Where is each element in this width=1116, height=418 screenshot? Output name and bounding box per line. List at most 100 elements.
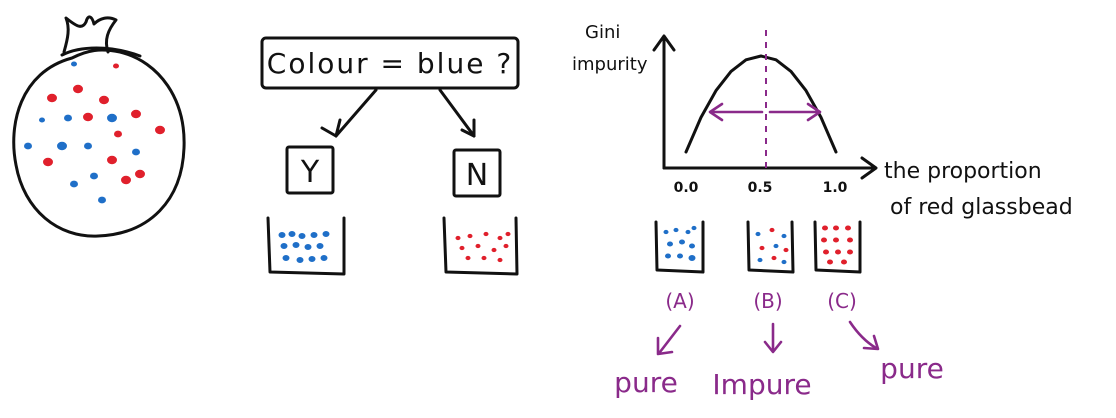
red-bead xyxy=(455,235,461,241)
glass-bead xyxy=(98,196,106,204)
glass-bead xyxy=(70,180,78,188)
yes-jar xyxy=(266,216,346,276)
glass-bead xyxy=(83,112,93,122)
blue-bead xyxy=(677,253,683,259)
blue-bead xyxy=(304,244,312,250)
glass-bead xyxy=(113,63,119,69)
jar-a xyxy=(654,220,705,274)
mixed-bead xyxy=(769,227,775,233)
red-bead xyxy=(475,243,481,249)
glass-bead xyxy=(73,84,83,94)
red-bead xyxy=(481,255,487,261)
glass-bead xyxy=(39,117,45,123)
glass-bead xyxy=(107,155,117,165)
left-arrow xyxy=(708,102,764,122)
gini-curve-line xyxy=(684,54,838,154)
blue-bead xyxy=(688,255,696,261)
y-axis-label-line2: impurity xyxy=(572,54,648,75)
jar-b-beads xyxy=(755,227,789,265)
glass-bead xyxy=(121,175,131,185)
mixed-bead xyxy=(781,233,787,239)
mixed-bead xyxy=(759,245,765,251)
yes-arrow xyxy=(334,88,378,138)
glass-bead xyxy=(99,95,109,105)
glass-bead xyxy=(84,142,92,150)
bead-bag xyxy=(12,15,186,238)
blue-bead xyxy=(679,239,685,245)
glass-bead xyxy=(107,113,117,123)
x-tick-2: 1.0 xyxy=(823,180,848,196)
red-bead xyxy=(833,225,839,231)
yes-node-box xyxy=(285,145,335,195)
x-axis-label-line1: the proportion xyxy=(884,159,1042,184)
jar-c-beads xyxy=(821,225,853,265)
bag-beads xyxy=(24,61,165,204)
glass-bead xyxy=(155,125,165,135)
red-bead xyxy=(845,225,851,231)
mixed-bead xyxy=(781,259,787,265)
glass-bead xyxy=(90,172,98,180)
glass-bead xyxy=(71,61,77,67)
red-bead xyxy=(823,249,829,255)
red-bead xyxy=(833,237,839,243)
mixed-bead xyxy=(783,247,789,253)
jar-a-beads xyxy=(663,225,697,261)
blue-bead xyxy=(296,257,304,263)
glass-bead xyxy=(57,141,67,151)
red-bead xyxy=(459,245,465,251)
blue-bead xyxy=(685,229,691,235)
question-text: Colour = blue ? xyxy=(267,47,513,80)
red-bead xyxy=(822,225,828,231)
blue-bead xyxy=(310,232,318,238)
red-bead xyxy=(467,233,473,239)
jar-c xyxy=(813,220,862,274)
blue-bead xyxy=(278,232,286,238)
question-box xyxy=(260,36,520,90)
jar-c-tag: (C) xyxy=(827,289,857,313)
blue-bead xyxy=(282,255,290,261)
red-bead xyxy=(505,231,511,237)
no-jar xyxy=(442,216,519,276)
glass-bead xyxy=(114,130,122,138)
jar-a-verdict: pure xyxy=(614,366,678,399)
mixed-bead xyxy=(757,257,763,263)
no-jar-beads xyxy=(455,231,511,263)
yes-jar-beads xyxy=(278,231,330,263)
jar-c-arrow xyxy=(848,320,880,351)
x-tick-0: 0.0 xyxy=(674,180,699,196)
yes-node-label: Y xyxy=(300,155,320,190)
red-bead xyxy=(503,243,509,249)
jar-a-tag: (A) xyxy=(665,289,694,313)
blue-bead xyxy=(280,243,288,249)
x-axis-label-line2: of red glassbead xyxy=(890,195,1073,220)
red-bead xyxy=(841,259,847,265)
mixed-bead xyxy=(755,231,761,237)
red-bead xyxy=(835,249,841,255)
blue-bead xyxy=(673,227,679,233)
x-tick-1: 0.5 xyxy=(748,180,773,196)
red-bead xyxy=(847,249,853,255)
jar-b-arrow xyxy=(763,322,783,354)
y-axis-arrowhead xyxy=(652,34,676,52)
blue-bead xyxy=(689,243,695,249)
red-bead xyxy=(483,231,489,237)
decision-tree: Colour = blue ? Y N xyxy=(260,36,520,276)
glass-bead xyxy=(43,157,53,167)
glass-bead xyxy=(132,148,140,156)
no-arrow xyxy=(438,88,476,138)
blue-bead xyxy=(665,253,671,259)
glass-bead xyxy=(24,142,32,150)
blue-bead xyxy=(320,255,328,261)
blue-bead xyxy=(316,243,324,249)
blue-bead xyxy=(322,231,330,237)
red-bead xyxy=(847,237,853,243)
blue-bead xyxy=(298,233,306,239)
mixed-bead xyxy=(773,243,779,249)
mixed-bead xyxy=(771,255,777,261)
right-arrow xyxy=(768,102,822,122)
x-tick-labels: 0.0 0.5 1.0 xyxy=(674,180,848,196)
sample-jars: (A) (B) (C) pure Impure pure xyxy=(614,220,944,401)
blue-bead xyxy=(663,229,669,235)
red-bead xyxy=(491,247,497,253)
